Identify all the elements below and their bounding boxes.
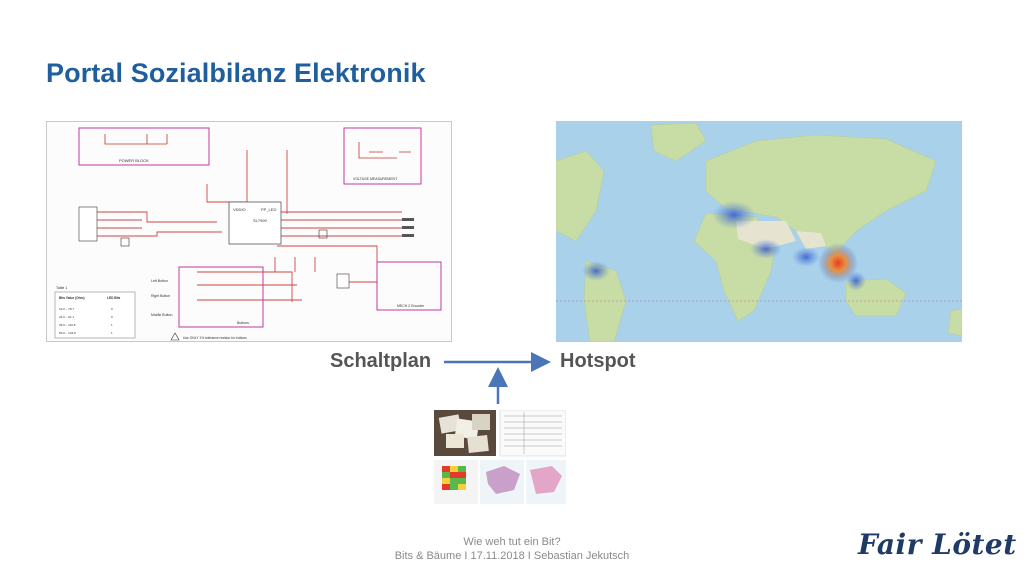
- buttons-label: Buttons: [237, 321, 249, 325]
- encoder-label: MECH 2 Encoder: [397, 304, 425, 308]
- footer-line-2: Bits & Bäume I 17.11.2018 I Sebastian Je…: [394, 550, 630, 562]
- slide-title: Portal Sozialbilanz Elektronik: [46, 58, 426, 88]
- table-cell: 19.0 – 78.7: [59, 307, 74, 311]
- collage-drawing: [434, 409, 567, 504]
- table-cell: 1: [111, 323, 113, 327]
- schematic-drawing: POWER BLOCK VOLTAGE MEASUREMENT VDDIO PP…: [54, 127, 442, 341]
- table-cell: 0: [111, 315, 113, 319]
- tolerance-note: Use ONLY 1% tolerance resistor for butto…: [183, 336, 247, 340]
- world-map-drawing: [556, 121, 962, 342]
- ic-chip: [228, 201, 282, 245]
- schaltplan-label: Schaltplan: [330, 350, 432, 372]
- schematic-image: POWER BLOCK VOLTAGE MEASUREMENT VDDIO PP…: [46, 121, 452, 342]
- table-header-1: LED Bits: [107, 296, 121, 300]
- middle-button-label: Middle Button: [151, 313, 172, 317]
- hotspot-marker: [818, 243, 858, 283]
- footer-line-1: Wie weh tut ein Bit?: [463, 536, 561, 548]
- power-block-label: POWER BLOCK: [119, 158, 149, 163]
- collage-image: [434, 409, 567, 504]
- resistor-table: [54, 291, 136, 339]
- fair-loetet-logo: Fair Lötet: [858, 528, 1017, 561]
- table-title: Table 1: [56, 286, 67, 290]
- table-cell: 0: [111, 307, 113, 311]
- table-cell: 59.0 – 143.8: [59, 331, 76, 335]
- voltage-frame: [343, 127, 422, 185]
- hotspot-label: Hotspot: [560, 350, 636, 372]
- svg-text:PP_LED: PP_LED: [261, 207, 276, 212]
- svg-text:SL7990: SL7990: [253, 218, 268, 223]
- connector-j1: [78, 206, 98, 242]
- encoder-frame: [376, 261, 442, 311]
- hotspot-map-image: [556, 121, 962, 342]
- warning-icon: [170, 332, 180, 341]
- right-button-label: Right Button: [151, 294, 170, 298]
- table-header-0: Bits Value (Ohm): [59, 296, 85, 300]
- voltage-label: VOLTAGE MEASUREMENT: [353, 177, 398, 181]
- table-cell: 1: [111, 331, 113, 335]
- svg-text:VDDIO: VDDIO: [233, 207, 246, 212]
- buttons-frame: [178, 266, 264, 328]
- left-button-label: Left Button: [151, 279, 168, 283]
- power-block-frame: [78, 127, 210, 166]
- table-cell: 39.0 – 116.8: [59, 323, 76, 327]
- table-cell: 24.0 – 91.1: [59, 315, 74, 319]
